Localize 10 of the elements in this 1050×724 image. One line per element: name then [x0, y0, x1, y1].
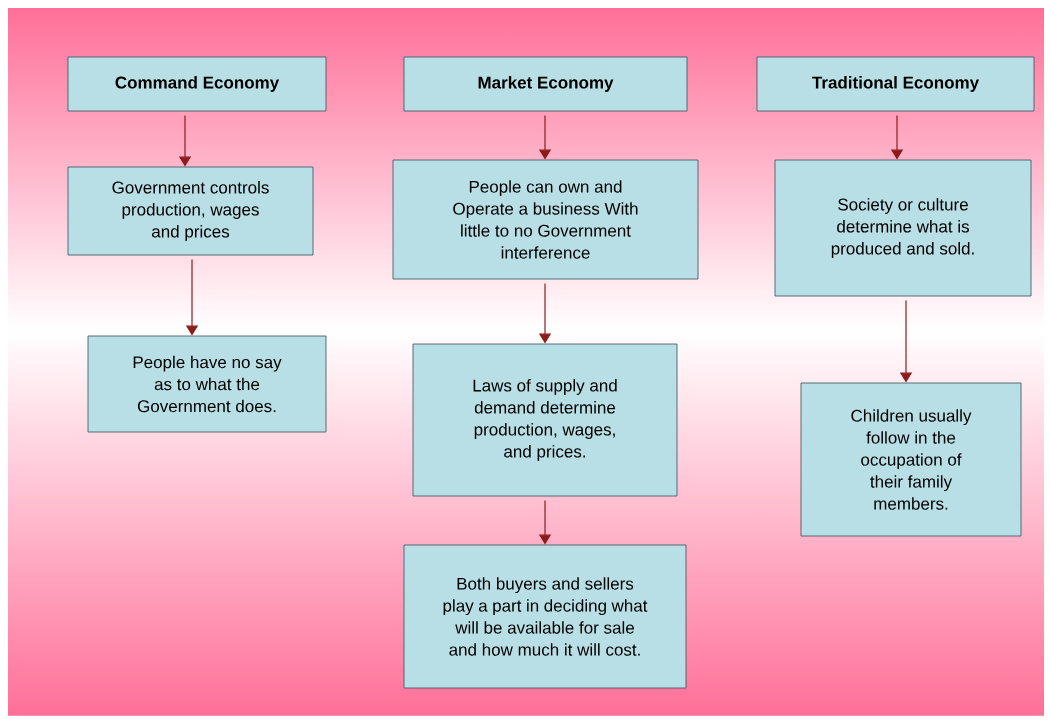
text-box: People can own and Operate a business With little to no Government interference — [392, 159, 699, 280]
heading-box: Command Economy — [67, 56, 327, 112]
heading-box: Market Economy — [403, 56, 688, 112]
heading-box: Traditional Economy — [756, 56, 1035, 112]
text-box: Laws of supply and demand determine production, wages, and prices. — [412, 343, 678, 497]
text-box: Government controls production, wages and prices — [67, 166, 314, 256]
text-box: Both buyers and sellers play a part in deciding what will be available for sale and how much it will cost. — [403, 544, 687, 689]
text-box: Society or culture determine what is produced and sold. — [774, 159, 1032, 297]
text-box: People have no say as to what the Government does. — [87, 335, 327, 433]
text-box: Children usually follow in the occupation of their family members. — [800, 382, 1022, 537]
